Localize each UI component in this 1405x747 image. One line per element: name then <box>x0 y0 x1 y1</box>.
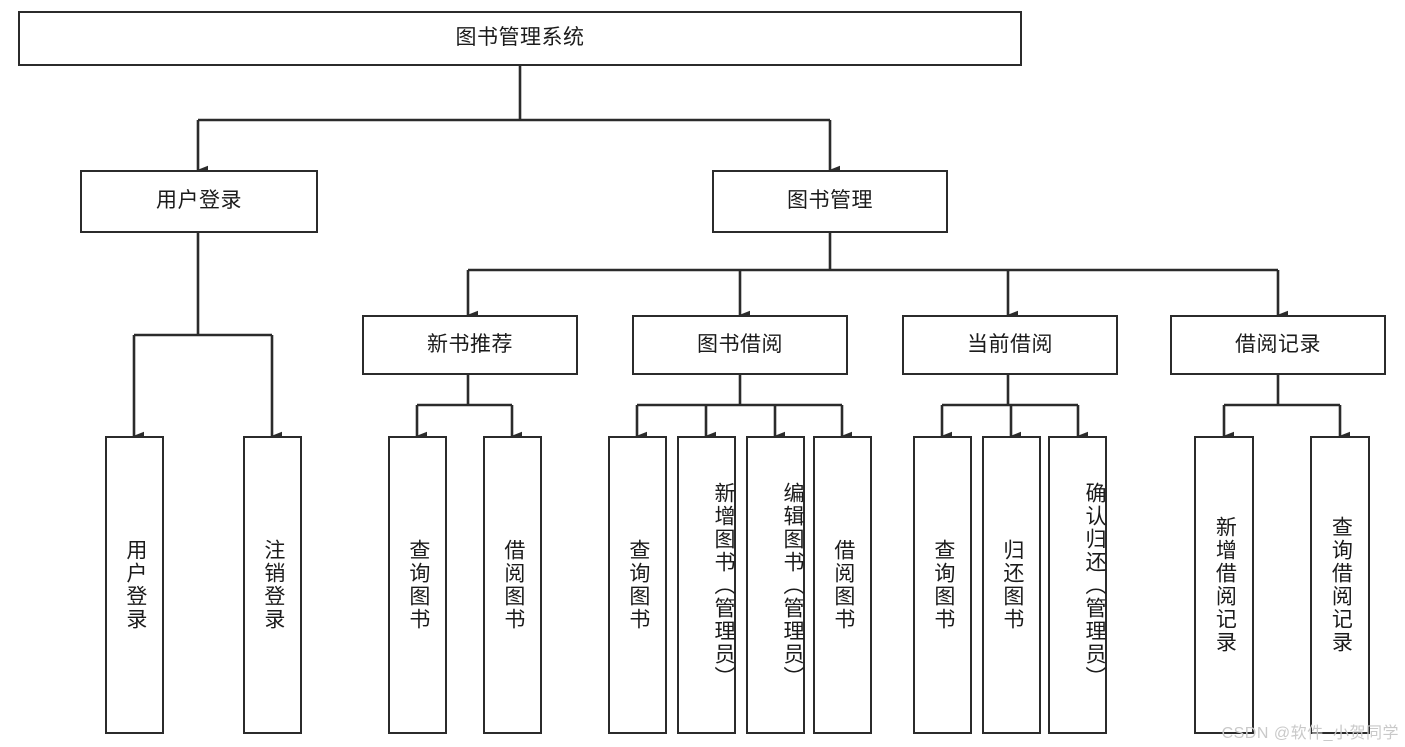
node-leaf-logout-label: 注销登录 <box>261 539 285 631</box>
node-leaf-query-record[interactable]: 查询借阅记录 <box>1310 436 1370 734</box>
node-leaf-borrow-book-2-label: 借阅图书 <box>831 539 855 631</box>
node-leaf-user-login[interactable]: 用户登录 <box>105 436 164 734</box>
node-leaf-user-login-label: 用户登录 <box>123 539 147 631</box>
node-leaf-query-book-1[interactable]: 查询图书 <box>388 436 447 734</box>
node-book-manage-label: 图书管理 <box>787 189 873 213</box>
node-leaf-borrow-book-1-label: 借阅图书 <box>501 539 525 631</box>
node-user-login-label: 用户登录 <box>156 189 242 213</box>
node-book-borrow-label: 图书借阅 <box>697 332 783 356</box>
node-leaf-edit-book[interactable]: 编辑图书（管理员） <box>746 436 805 734</box>
node-leaf-query-book-1-label: 查询图书 <box>406 539 430 631</box>
node-leaf-borrow-book-2[interactable]: 借阅图书 <box>813 436 872 734</box>
node-leaf-query-book-2-label: 查询图书 <box>626 539 650 631</box>
node-leaf-confirm-return[interactable]: 确认归还（管理员） <box>1048 436 1107 734</box>
node-leaf-borrow-book-1[interactable]: 借阅图书 <box>483 436 542 734</box>
node-borrow-record-label: 借阅记录 <box>1235 332 1321 356</box>
node-leaf-confirm-return-label: 确认归还（管理员） <box>1083 481 1106 689</box>
node-root[interactable]: 图书管理系统 <box>18 11 1022 66</box>
node-book-manage[interactable]: 图书管理 <box>712 170 948 233</box>
node-root-label: 图书管理系统 <box>455 26 585 50</box>
node-current-borrow[interactable]: 当前借阅 <box>902 315 1118 375</box>
node-leaf-add-book-label: 新增图书（管理员） <box>712 481 735 689</box>
node-borrow-record[interactable]: 借阅记录 <box>1170 315 1386 375</box>
node-user-login[interactable]: 用户登录 <box>80 170 318 233</box>
node-leaf-add-book[interactable]: 新增图书（管理员） <box>677 436 736 734</box>
node-leaf-query-record-label: 查询借阅记录 <box>1329 516 1353 654</box>
node-leaf-query-book-3-label: 查询图书 <box>931 539 955 631</box>
node-new-book-recommend[interactable]: 新书推荐 <box>362 315 578 375</box>
node-leaf-edit-book-label: 编辑图书（管理员） <box>781 481 804 689</box>
node-leaf-query-book-2[interactable]: 查询图书 <box>608 436 667 734</box>
node-leaf-return-book[interactable]: 归还图书 <box>982 436 1041 734</box>
node-leaf-add-record[interactable]: 新增借阅记录 <box>1194 436 1254 734</box>
watermark: CSDN @软件_小贺同学 <box>1221 725 1399 742</box>
node-new-book-recommend-label: 新书推荐 <box>427 332 513 356</box>
node-leaf-add-record-label: 新增借阅记录 <box>1213 516 1237 654</box>
node-leaf-logout[interactable]: 注销登录 <box>243 436 302 734</box>
node-book-borrow[interactable]: 图书借阅 <box>632 315 848 375</box>
node-leaf-query-book-3[interactable]: 查询图书 <box>913 436 972 734</box>
node-leaf-return-book-label: 归还图书 <box>1000 539 1024 631</box>
node-current-borrow-label: 当前借阅 <box>967 332 1053 356</box>
